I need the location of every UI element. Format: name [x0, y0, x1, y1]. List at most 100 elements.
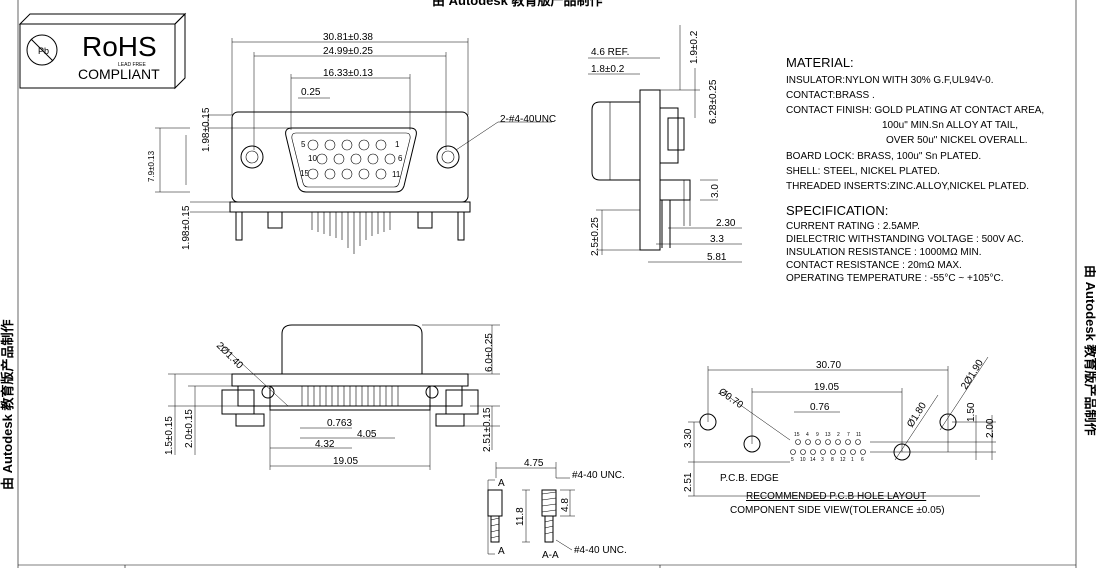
side-dim-flange: 1.8±0.2 [591, 64, 625, 75]
material-line-6: BOARD LOCK: BRASS, 100u" Sn PLATED. [786, 151, 981, 162]
front-dim-bottom-height: 1.98±0.15 [181, 205, 192, 250]
spec-line-3: INSULATION RESISTANCE : 1000MΩ MIN. [786, 247, 981, 258]
specification-block: SPECIFICATION: CURRENT RATING : 2.5AMP. … [786, 203, 1024, 284]
pcb-bottom-pin-7: 1 [851, 457, 854, 463]
section-dim-48: 4.8 [560, 498, 571, 512]
section-dim-118: 11.8 [515, 507, 526, 526]
spec-line-5: OPERATING TEMPERATURE : -55°C ~ +105°C. [786, 273, 1004, 284]
pcb-top-pin-1: 15 [794, 432, 800, 438]
rohs-pb-mark: Pb [38, 46, 49, 56]
material-line-5: OVER 50u" NICKEL OVERALL. [886, 135, 1028, 146]
section-dim-475: 4.75 [524, 458, 544, 469]
spec-line-2: DIELECTRIC WITHSTANDING VOLTAGE : 500V A… [786, 234, 1024, 245]
front-dim-overall: 30.81±0.38 [323, 32, 373, 43]
watermark-right: 由 Autodesk 教育版产品制作 [1083, 265, 1096, 435]
material-line-1: INSULATOR:NYLON WITH 30% G.F,UL94V-0. [786, 75, 993, 86]
front-callout-thread: 2-#4-40UNC [500, 114, 556, 125]
bottom-pin-tails [301, 386, 399, 406]
rohs-compliant: COMPLIANT [78, 66, 160, 82]
pcb-dim-lock-dia: Ø1.80 [905, 400, 929, 429]
section-label-a-bottom: A [498, 546, 505, 557]
section-thread-top: #4-40 UNC. [572, 470, 625, 481]
section-label-aa: A-A [542, 550, 559, 561]
pcb-bottom-pin-4: 3 [821, 457, 824, 463]
bottom-callout-holes: 2Ø1.40 [214, 340, 245, 371]
pcb-dim-200: 2.00 [985, 418, 996, 438]
side-dim-tail: 3.0 [710, 184, 721, 198]
bottom-dim-432: 4.32 [315, 439, 335, 450]
bottom-dim-251: 2.51±0.15 [482, 407, 493, 452]
pcb-dim-330: 3.30 [683, 428, 694, 448]
bottom-dim-15: 1.5±0.15 [164, 416, 175, 455]
pcb-bottom-pin-2: 10 [800, 457, 806, 463]
spec-line-1: CURRENT RATING : 2.5AMP. [786, 221, 920, 232]
pcb-top-pin-2: 4 [806, 432, 809, 438]
section-view: 4.75 #4-40 UNC. A A 11.8 4.8 A-A #4- [487, 458, 627, 561]
rohs-lead-free: LEAD FREE [118, 62, 146, 68]
front-pin-tails [311, 212, 391, 254]
pcb-bottom-pin-5: 8 [831, 457, 834, 463]
watermark-left: 由 Autodesk 教育版产品制作 [0, 320, 15, 490]
material-line-7: SHELL: STEEL, NICKEL PLATED. [786, 166, 940, 177]
side-dim-top: 1.9±0.2 [689, 30, 700, 64]
pcb-layout-subtitle: COMPONENT SIDE VIEW(TOLERANCE ±0.05) [730, 505, 945, 516]
pcb-dim-mount-dia: 2Ø1.90 [959, 358, 986, 392]
pcb-bottom-pin-8: 6 [861, 457, 864, 463]
side-dim-ref: 4.6 REF. [591, 47, 629, 58]
pcb-top-pin-5: 2 [837, 432, 840, 438]
pcb-bottom-pin-6: 12 [840, 457, 846, 463]
pcb-dim-1905: 19.05 [814, 382, 839, 393]
drawing-frame [17, 0, 1077, 568]
bottom-view: 6.0±0.25 [164, 324, 500, 470]
section-thread-bottom: #4-40 UNC. [574, 545, 627, 556]
bottom-dim-20: 2.0±0.15 [184, 409, 195, 448]
front-dim-shell-height: 7.9±0.13 [147, 150, 156, 182]
bottom-dim-shell: 6.0±0.25 [484, 333, 495, 372]
bottom-dim-0763: 0.763 [327, 418, 352, 429]
pcb-layout: 30.70 19.05 0.76 15 [683, 356, 996, 516]
material-line-2: CONTACT:BRASS . [786, 90, 875, 101]
pcb-top-pin-7: 11 [856, 432, 861, 438]
front-pin-11: 11 [392, 170, 401, 179]
bottom-dim-1905: 19.05 [333, 456, 358, 467]
side-dim-body: 6.28±0.25 [708, 79, 719, 124]
front-dim-shell: 16.33±0.13 [323, 68, 373, 79]
pcb-top-pin-6: 7 [847, 432, 850, 438]
pcb-top-pin-3: 9 [816, 432, 819, 438]
pcb-bottom-pin-3: 14 [810, 457, 816, 463]
front-pin-5: 5 [301, 140, 306, 149]
pcb-bottom-pin-1: 5 [791, 457, 794, 463]
material-title: MATERIAL: [786, 55, 854, 70]
side-dim-581: 5.81 [707, 252, 727, 263]
material-line-8: THREADED INSERTS:ZINC.ALLOY,NICKEL PLATE… [786, 181, 1029, 192]
side-view: 4.6 REF. 1.8±0.2 1.9±0.2 6.28±0.25 3.0 2… [588, 25, 742, 263]
pcb-edge-label: P.C.B. EDGE [720, 473, 779, 484]
pcb-dim-pin-dia: Ø0.70 [716, 386, 745, 411]
spec-title: SPECIFICATION: [786, 203, 888, 218]
material-line-3: CONTACT FINISH: GOLD PLATING AT CONTACT … [786, 105, 1044, 116]
section-label-a-top: A [498, 478, 505, 489]
pcb-layout-title: RECOMMENDED P.C.B HOLE LAYOUT [746, 491, 926, 502]
spec-line-4: CONTACT RESISTANCE : 20mΩ MAX. [786, 260, 962, 271]
side-dim-33: 3.3 [710, 234, 724, 245]
pcb-dim-3070: 30.70 [816, 360, 841, 371]
front-pin-6: 6 [398, 154, 403, 163]
pcb-dim-076: 0.76 [810, 402, 830, 413]
rohs-logo: Pb RoHS LEAD FREE COMPLIANT [18, 12, 187, 90]
front-pin-15: 15 [300, 169, 309, 178]
side-dim-230: 2.30 [716, 218, 736, 229]
front-dim-hole-spacing: 24.99±0.25 [323, 46, 373, 57]
front-view: 30.81±0.38 24.99±0.25 16.33±0.13 0.25 5 [147, 32, 556, 254]
side-dim-height: 2.5±0.25 [590, 217, 601, 256]
pcb-top-pin-4: 13 [825, 432, 831, 438]
pcb-dim-251: 2.51 [683, 472, 694, 492]
front-pin-10: 10 [308, 154, 317, 163]
pcb-pin-holes [790, 439, 866, 455]
rohs-title: RoHS [82, 31, 157, 62]
front-dim-offset: 0.25 [301, 87, 321, 98]
watermark-top: 由 Autodesk 教育版产品制作 [432, 0, 602, 8]
front-dim-top-height: 1.98±0.15 [201, 107, 212, 152]
pcb-dim-150: 1.50 [966, 402, 977, 422]
material-line-4: 100u" MIN.Sn ALLOY AT TAIL, [882, 120, 1018, 131]
